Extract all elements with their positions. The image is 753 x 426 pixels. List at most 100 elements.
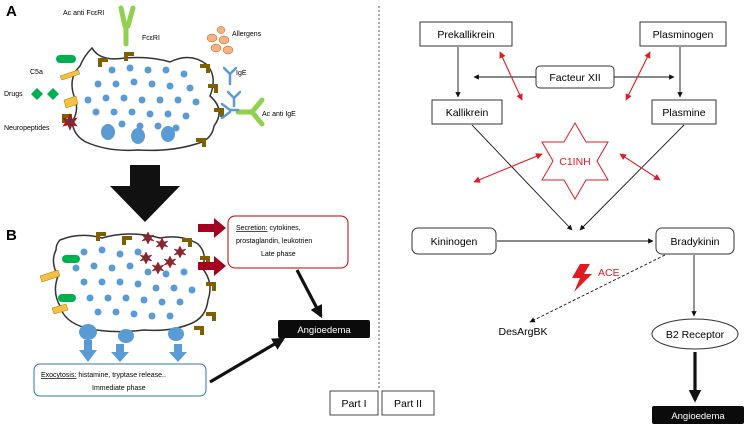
granule [94,80,102,88]
facteur-xii-label: Facteur XII [549,72,600,84]
released-mediators [139,231,187,275]
granule [188,286,196,294]
granule [98,246,106,254]
panel-b: B [6,215,370,397]
granule [154,122,162,130]
ace-label: ACE [598,267,620,279]
granules-b [72,246,196,320]
granule [108,66,116,74]
granule [126,262,134,270]
receptor-b-yellow-2 [51,303,69,315]
c5a-icon [56,55,76,63]
angioedema-box-part2 [652,406,744,424]
prekallikrein-label: Prekallikrein [437,29,494,41]
granule [98,278,106,286]
granule [166,312,174,320]
granule [164,110,172,118]
granule [134,280,142,288]
ac-anti-fceri-label: Ac anti FcεRI [63,10,104,17]
secretion-box [227,215,349,269]
granule [84,96,92,104]
granule [174,96,182,104]
neuropeptides-label: Neuropeptides [4,125,50,132]
granule [116,250,124,258]
c1inh-inhibition-arrows [473,51,661,183]
granule [162,66,170,74]
c5a-bound-icon-2 [58,294,76,302]
fceri-label: FcεRI [142,35,160,42]
granule [140,296,148,304]
secretion-to-angioedema-arrow [295,269,323,319]
secretion-heading: Secretion: [236,225,268,232]
granule [122,294,130,302]
granule [72,264,80,272]
ige-bound-icon [220,102,240,120]
granule [101,124,115,140]
granule [128,108,136,116]
exocytosis-granules [79,324,184,343]
ige-icon [222,66,242,108]
panel-part2: Prekallikrein Plasminogen Facteur XII Ka… [411,21,744,424]
granule [172,124,180,132]
granule [120,94,128,102]
bradykinin-label: Bradykinin [670,236,719,248]
granule [180,70,188,78]
angioedema-label-part2: Angioedema [671,411,725,422]
exocytosis-line-1: Exocytosis: histamine, tryptase release.… [41,372,166,379]
part2-box [381,390,435,416]
c1inh-label: C1INH [559,156,591,168]
granule [112,80,120,88]
granule [148,80,156,88]
granule [192,98,200,106]
granule [102,94,110,102]
transition-arrow [110,165,180,222]
panel-label-b: B [6,227,17,244]
plasminogen-box [639,21,727,47]
b2-receptor-label: B2 Receptor [666,329,725,341]
granule [170,284,178,292]
b2-receptor-oval [651,318,739,350]
granule [80,248,88,256]
c5a-receptor-icon [59,69,81,81]
secretion-arrow-2 [198,256,226,276]
granule [90,262,98,270]
ige-label: IgE [236,70,247,77]
drug-receptor-icon [63,95,79,109]
secretion-arrow-1 [198,218,226,238]
c5a-bound-icon [62,255,80,263]
exocytosis-to-angioedema-arrow [209,337,286,384]
panel-a: A Ac anti FcεRI FcεRI Allergens [4,3,296,152]
part1-box [329,390,379,416]
plasminogen-label: Plasminogen [653,29,714,41]
drug-icon-1 [31,88,43,100]
granule [131,128,145,144]
granule [166,82,174,90]
angioedema-label-part1: Angioedema [297,325,351,336]
plasmine-box [651,99,717,125]
angioedema-box-part1 [278,320,370,338]
granule [110,108,118,116]
panel-label-a: A [6,3,17,20]
plasmine-label: Plasmine [662,107,705,119]
granule [112,308,120,316]
granule [118,120,126,128]
c5a-label: C5a [30,69,43,76]
ac-anti-fceri-antibody [118,5,136,47]
granule [108,264,116,272]
granule [116,278,124,286]
secretion-line-2: prostaglandin, leukotrien [236,238,312,245]
granule [136,122,144,130]
allergens-icon [206,26,234,55]
granule [156,96,164,104]
granule [148,312,156,320]
ac-anti-ige-label: Ac anti IgE [262,111,296,118]
granule [182,112,190,120]
exocytosis-arrows [79,340,187,362]
granule [158,298,166,306]
drug-icon-2 [47,88,59,100]
granule [146,110,154,118]
receptor-b-yellow-1 [39,269,61,283]
granule [86,294,94,302]
secretion-line-3: Late phase [261,251,296,258]
